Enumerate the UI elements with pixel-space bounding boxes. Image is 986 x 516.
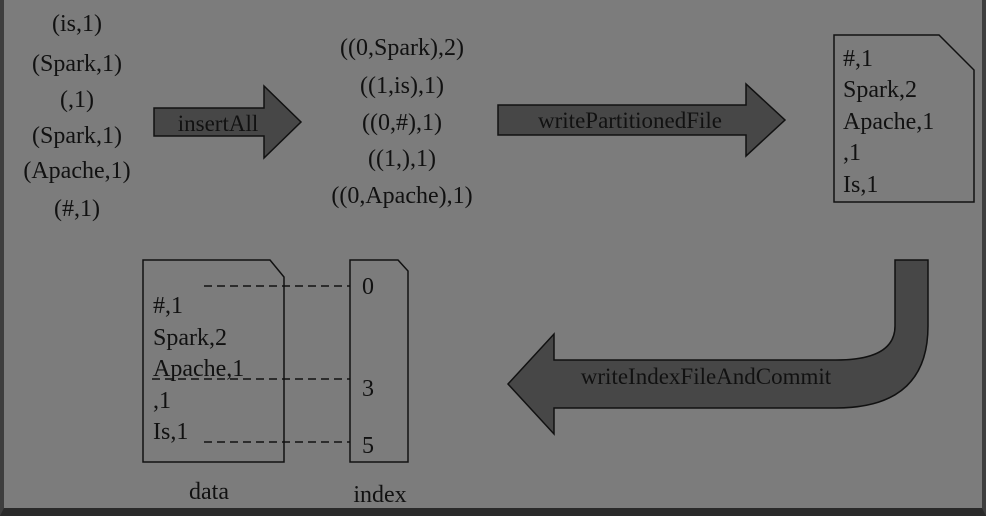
input-record: (,1) [60, 87, 94, 113]
file-icon [349, 259, 409, 463]
data-file-label: data [189, 479, 229, 505]
data-record: Apache,1 [153, 356, 244, 382]
data-record: Spark,2 [153, 325, 227, 351]
data-record: Is,1 [153, 419, 188, 445]
write-index-file-label: writeIndexFileAndCommit [581, 364, 832, 389]
write-partitioned-file-label: writePartitionedFile [538, 108, 722, 133]
curved-arrow-icon [506, 259, 929, 436]
insert-all-arrow: insertAll [153, 84, 303, 160]
partitioned-record: ((0,Spark),2) [340, 35, 464, 61]
input-record: (#,1) [54, 196, 100, 222]
partitioned-record: ((1,),1) [368, 146, 436, 172]
write-partitioned-file-arrow: writePartitionedFile [497, 82, 787, 158]
index-offset: 3 [362, 376, 374, 402]
partitioned-record: ((0,Apache),1) [331, 183, 472, 209]
partitioned-record: ((0,#),1) [362, 110, 442, 136]
right-arrow-icon [153, 84, 303, 160]
index-offset: 0 [362, 274, 374, 300]
partitioned-record: ((1,is),1) [360, 73, 444, 99]
input-record: (Spark,1) [32, 123, 122, 149]
write-index-file-arrow: writeIndexFileAndCommit [506, 259, 929, 436]
shuffle-write-diagram: (is,1) (Spark,1) (,1) (Spark,1) (Apache,… [23, 11, 975, 508]
file-record: Is,1 [843, 172, 878, 198]
right-arrow-icon [497, 82, 787, 158]
data-file: #,1 Spark,2 Apache,1 ,1 Is,1 data [142, 259, 285, 505]
data-record: #,1 [153, 293, 183, 319]
file-record: Spark,2 [843, 77, 917, 103]
index-file-label: index [353, 482, 406, 508]
offset-pointers [152, 285, 350, 443]
index-file: 0 3 5 index [349, 259, 409, 508]
insert-all-label: insertAll [178, 111, 259, 136]
data-record: ,1 [153, 388, 171, 414]
input-record: (Apache,1) [23, 158, 130, 184]
partitioned-records: ((0,Spark),2) ((1,is),1) ((0,#),1) ((1,)… [331, 35, 472, 209]
index-offset: 5 [362, 433, 374, 459]
input-record: (Spark,1) [32, 51, 122, 77]
file-record: #,1 [843, 46, 873, 72]
file-icon [142, 259, 285, 463]
input-record: (is,1) [52, 11, 102, 37]
partitioned-file: #,1 Spark,2 Apache,1 ,1 Is,1 [833, 34, 975, 203]
file-icon [833, 34, 975, 203]
input-records: (is,1) (Spark,1) (,1) (Spark,1) (Apache,… [23, 11, 130, 222]
file-record: ,1 [843, 140, 861, 166]
file-record: Apache,1 [843, 109, 934, 135]
